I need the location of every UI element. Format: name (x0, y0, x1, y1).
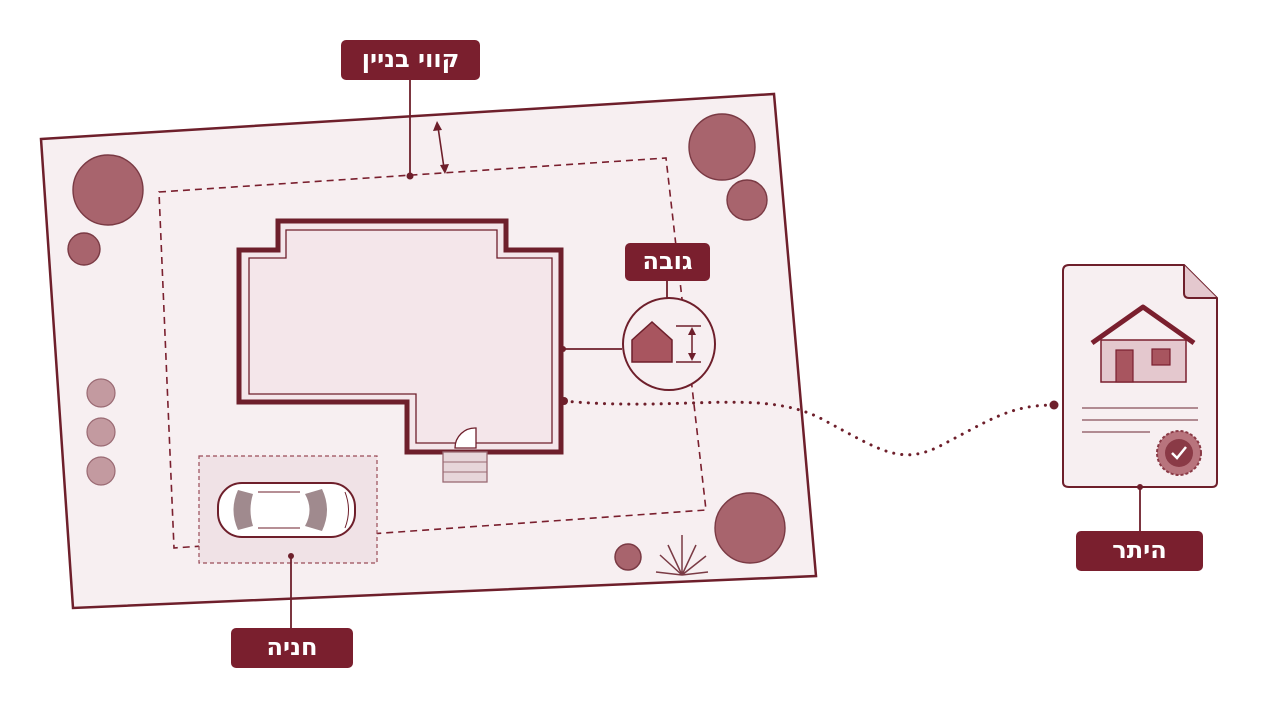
entrance-steps (442, 451, 488, 483)
house-icon (631, 320, 673, 363)
car-icon (217, 482, 356, 538)
label-setback-lines: קווי בניין (341, 40, 480, 80)
tree-icon (67, 113, 786, 564)
label-parking: חניה (231, 628, 353, 668)
building-footprint (236, 218, 564, 483)
label-permit: היתר (1076, 531, 1203, 571)
door-icon (454, 427, 477, 449)
setback-boundary (158, 157, 707, 549)
label-height: גובה (625, 243, 710, 281)
permit-connector (562, 399, 1056, 457)
height-dimension-arrow (676, 325, 701, 363)
palm-icon (614, 535, 709, 576)
certified-badge-icon (1156, 430, 1202, 476)
bush-icon (86, 378, 116, 486)
setback-distance-arrow (433, 121, 449, 174)
